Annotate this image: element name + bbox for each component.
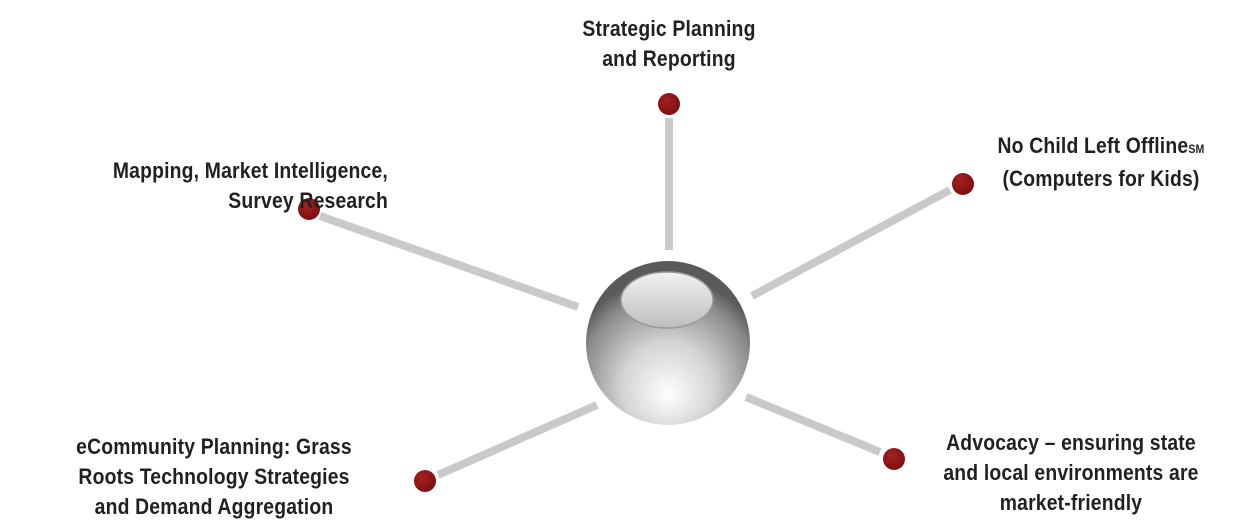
- label-line: Survey Research: [228, 188, 388, 213]
- label-mapping-market-intelligence: Mapping, Market Intelligence, Survey Res…: [47, 156, 388, 216]
- label-line: and Reporting: [602, 46, 736, 71]
- label-line: and local environments are: [943, 460, 1199, 485]
- label-line: Advocacy – ensuring state: [946, 430, 1196, 455]
- node-dot-upper-left: [298, 198, 320, 220]
- label-line: and Demand Aggregation: [94, 494, 334, 519]
- label-advocacy: Advocacy – ensuring state and local envi…: [926, 428, 1216, 518]
- node-dot-upper-right: [952, 173, 974, 195]
- label-line: Mapping, Market Intelligence,: [112, 158, 388, 183]
- label-strategic-planning: Strategic Planning and Reporting: [563, 14, 776, 74]
- label-text: No Child Left Offline: [997, 133, 1189, 158]
- node-dot-lower-left: [414, 470, 436, 492]
- spoke-lower-right: [744, 393, 882, 456]
- label-line: eCommunity Planning: Grass: [76, 434, 352, 459]
- spoke-upper-right: [750, 186, 952, 300]
- spoke-lower-left: [436, 401, 599, 479]
- label-line: market-friendly: [999, 490, 1143, 515]
- spoke-upper-left: [318, 212, 580, 311]
- label-line: Roots Technology Strategies: [78, 464, 350, 489]
- node-dot-lower-right: [883, 448, 905, 470]
- label-line: (Computers for Kids): [1002, 166, 1200, 191]
- label-no-child-left-offline: No Child Left OfflineSM (Computers for K…: [982, 131, 1220, 194]
- sphere-icon: [586, 261, 750, 425]
- label-ecommunity-planning: eCommunity Planning: Grass Roots Technol…: [64, 432, 363, 522]
- service-mark: SM: [1188, 142, 1205, 156]
- label-line: No Child Left OfflineSM: [982, 131, 1220, 164]
- label-line: Strategic Planning: [582, 16, 756, 41]
- node-dot-top: [658, 93, 680, 115]
